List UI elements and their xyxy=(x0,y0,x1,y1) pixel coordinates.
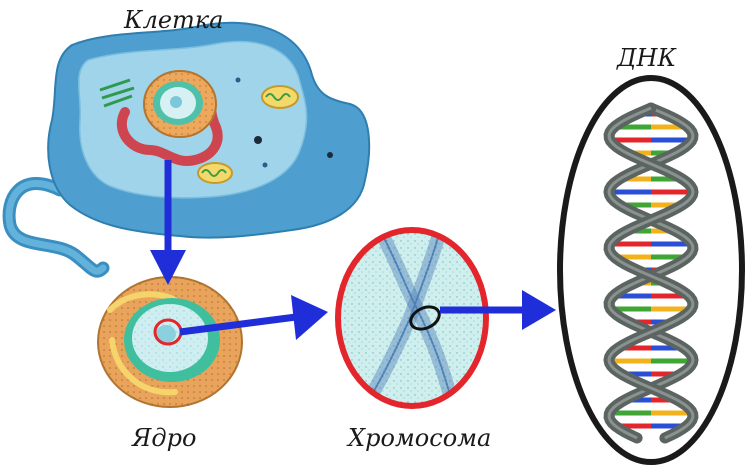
golgi-apparatus xyxy=(99,78,135,108)
dna-double-helix-icon xyxy=(557,75,745,465)
arrow-chromosome-to-dna xyxy=(440,290,556,330)
chromosome-ring xyxy=(335,227,489,409)
dna-backbone-highlight xyxy=(607,106,695,440)
dna-label: ДНК xyxy=(617,44,677,72)
chromosome-label: Хромосома xyxy=(348,424,492,452)
mitochondrion xyxy=(261,85,299,109)
chromatid-strands xyxy=(363,231,457,405)
mitochondrion xyxy=(197,162,233,184)
chromosome-focus-circle xyxy=(409,305,441,331)
nucleus-label: Ядро xyxy=(132,424,197,452)
animal-cell-icon xyxy=(2,21,371,278)
cell-label: Клетка xyxy=(124,6,224,34)
arrow-cell-to-nucleus xyxy=(150,160,186,285)
cell-nucleus-in-cell xyxy=(143,70,217,138)
arrow-nucleus-to-chromosome xyxy=(179,295,328,340)
chromosome-icon xyxy=(335,227,489,409)
dna-ring xyxy=(557,75,745,465)
dna-helix xyxy=(603,102,699,444)
cell-nucleus-icon xyxy=(97,276,243,408)
